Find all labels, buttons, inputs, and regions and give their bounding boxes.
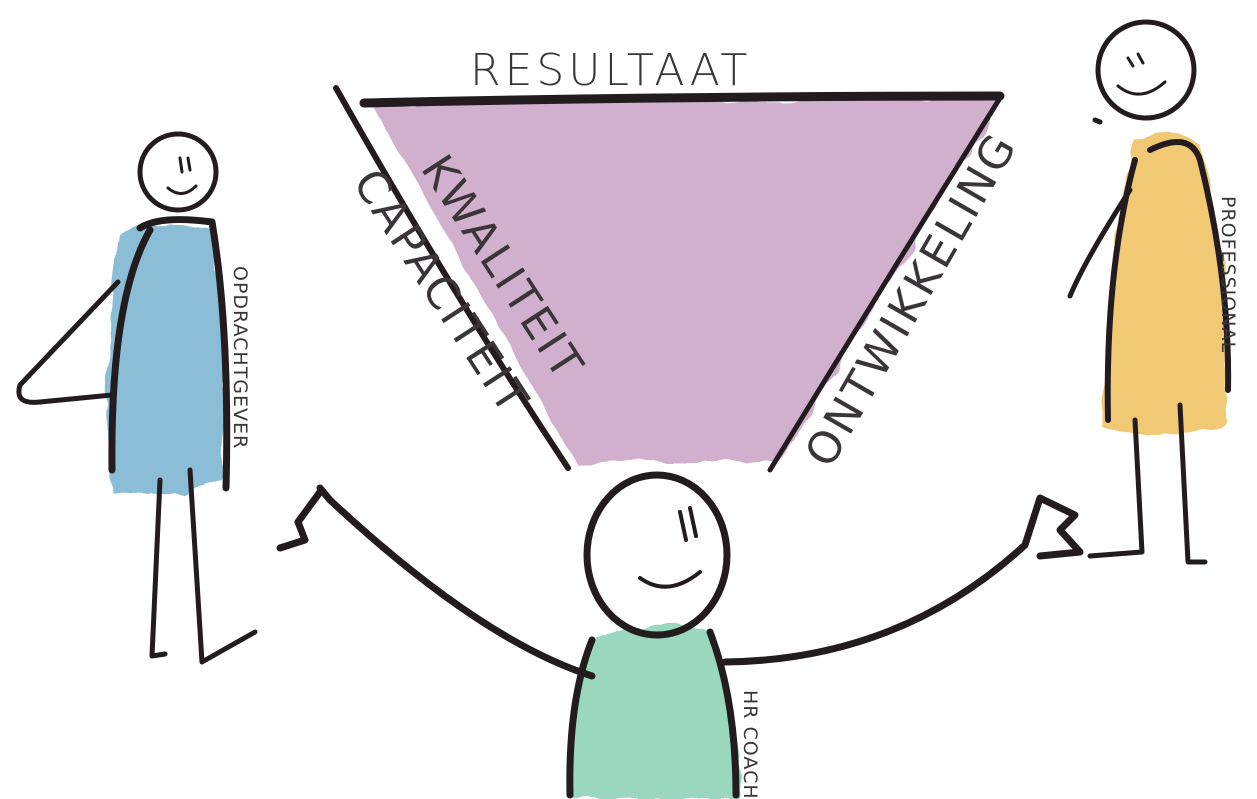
funnel-triangle [333,85,1005,473]
opdrachtgever-body-color [106,222,224,494]
professional-head [1095,19,1197,121]
professional-label: PROFESSIONAL [1217,196,1239,353]
hr-coach-right-arm [721,494,1084,666]
opdrachtgever-label: OPDRACHTGEVER [229,266,251,449]
funnel-right-edge [767,95,1003,473]
figure-opdrachtgever [16,131,258,665]
hr-coach-label: HR COACH [739,690,761,799]
resultaat-label: RESULTAAT [470,45,751,96]
professional-legs [1087,402,1208,565]
funnel-top-edge [359,91,1005,108]
hr-coach-head [583,471,731,639]
opdrachtgever-body [108,216,231,492]
opdrachtgever-face [166,156,198,195]
hr-coach-left-arm [276,484,596,680]
hr-coach-body [566,628,740,799]
hr-coach-body-color [569,625,740,799]
opdrachtgever-legs [149,467,258,665]
figure-hr-coach [276,471,1084,799]
funnel-fill [372,100,1000,462]
figure-professional [1067,19,1232,565]
professional-arm [1067,117,1133,299]
opdrachtgever-arm [16,279,121,405]
professional-body-color [1104,133,1228,436]
opdrachtgever-head [137,131,219,213]
professional-face [1116,52,1167,96]
funnel-left-edge [333,85,571,471]
hr-coach-face [638,506,702,589]
